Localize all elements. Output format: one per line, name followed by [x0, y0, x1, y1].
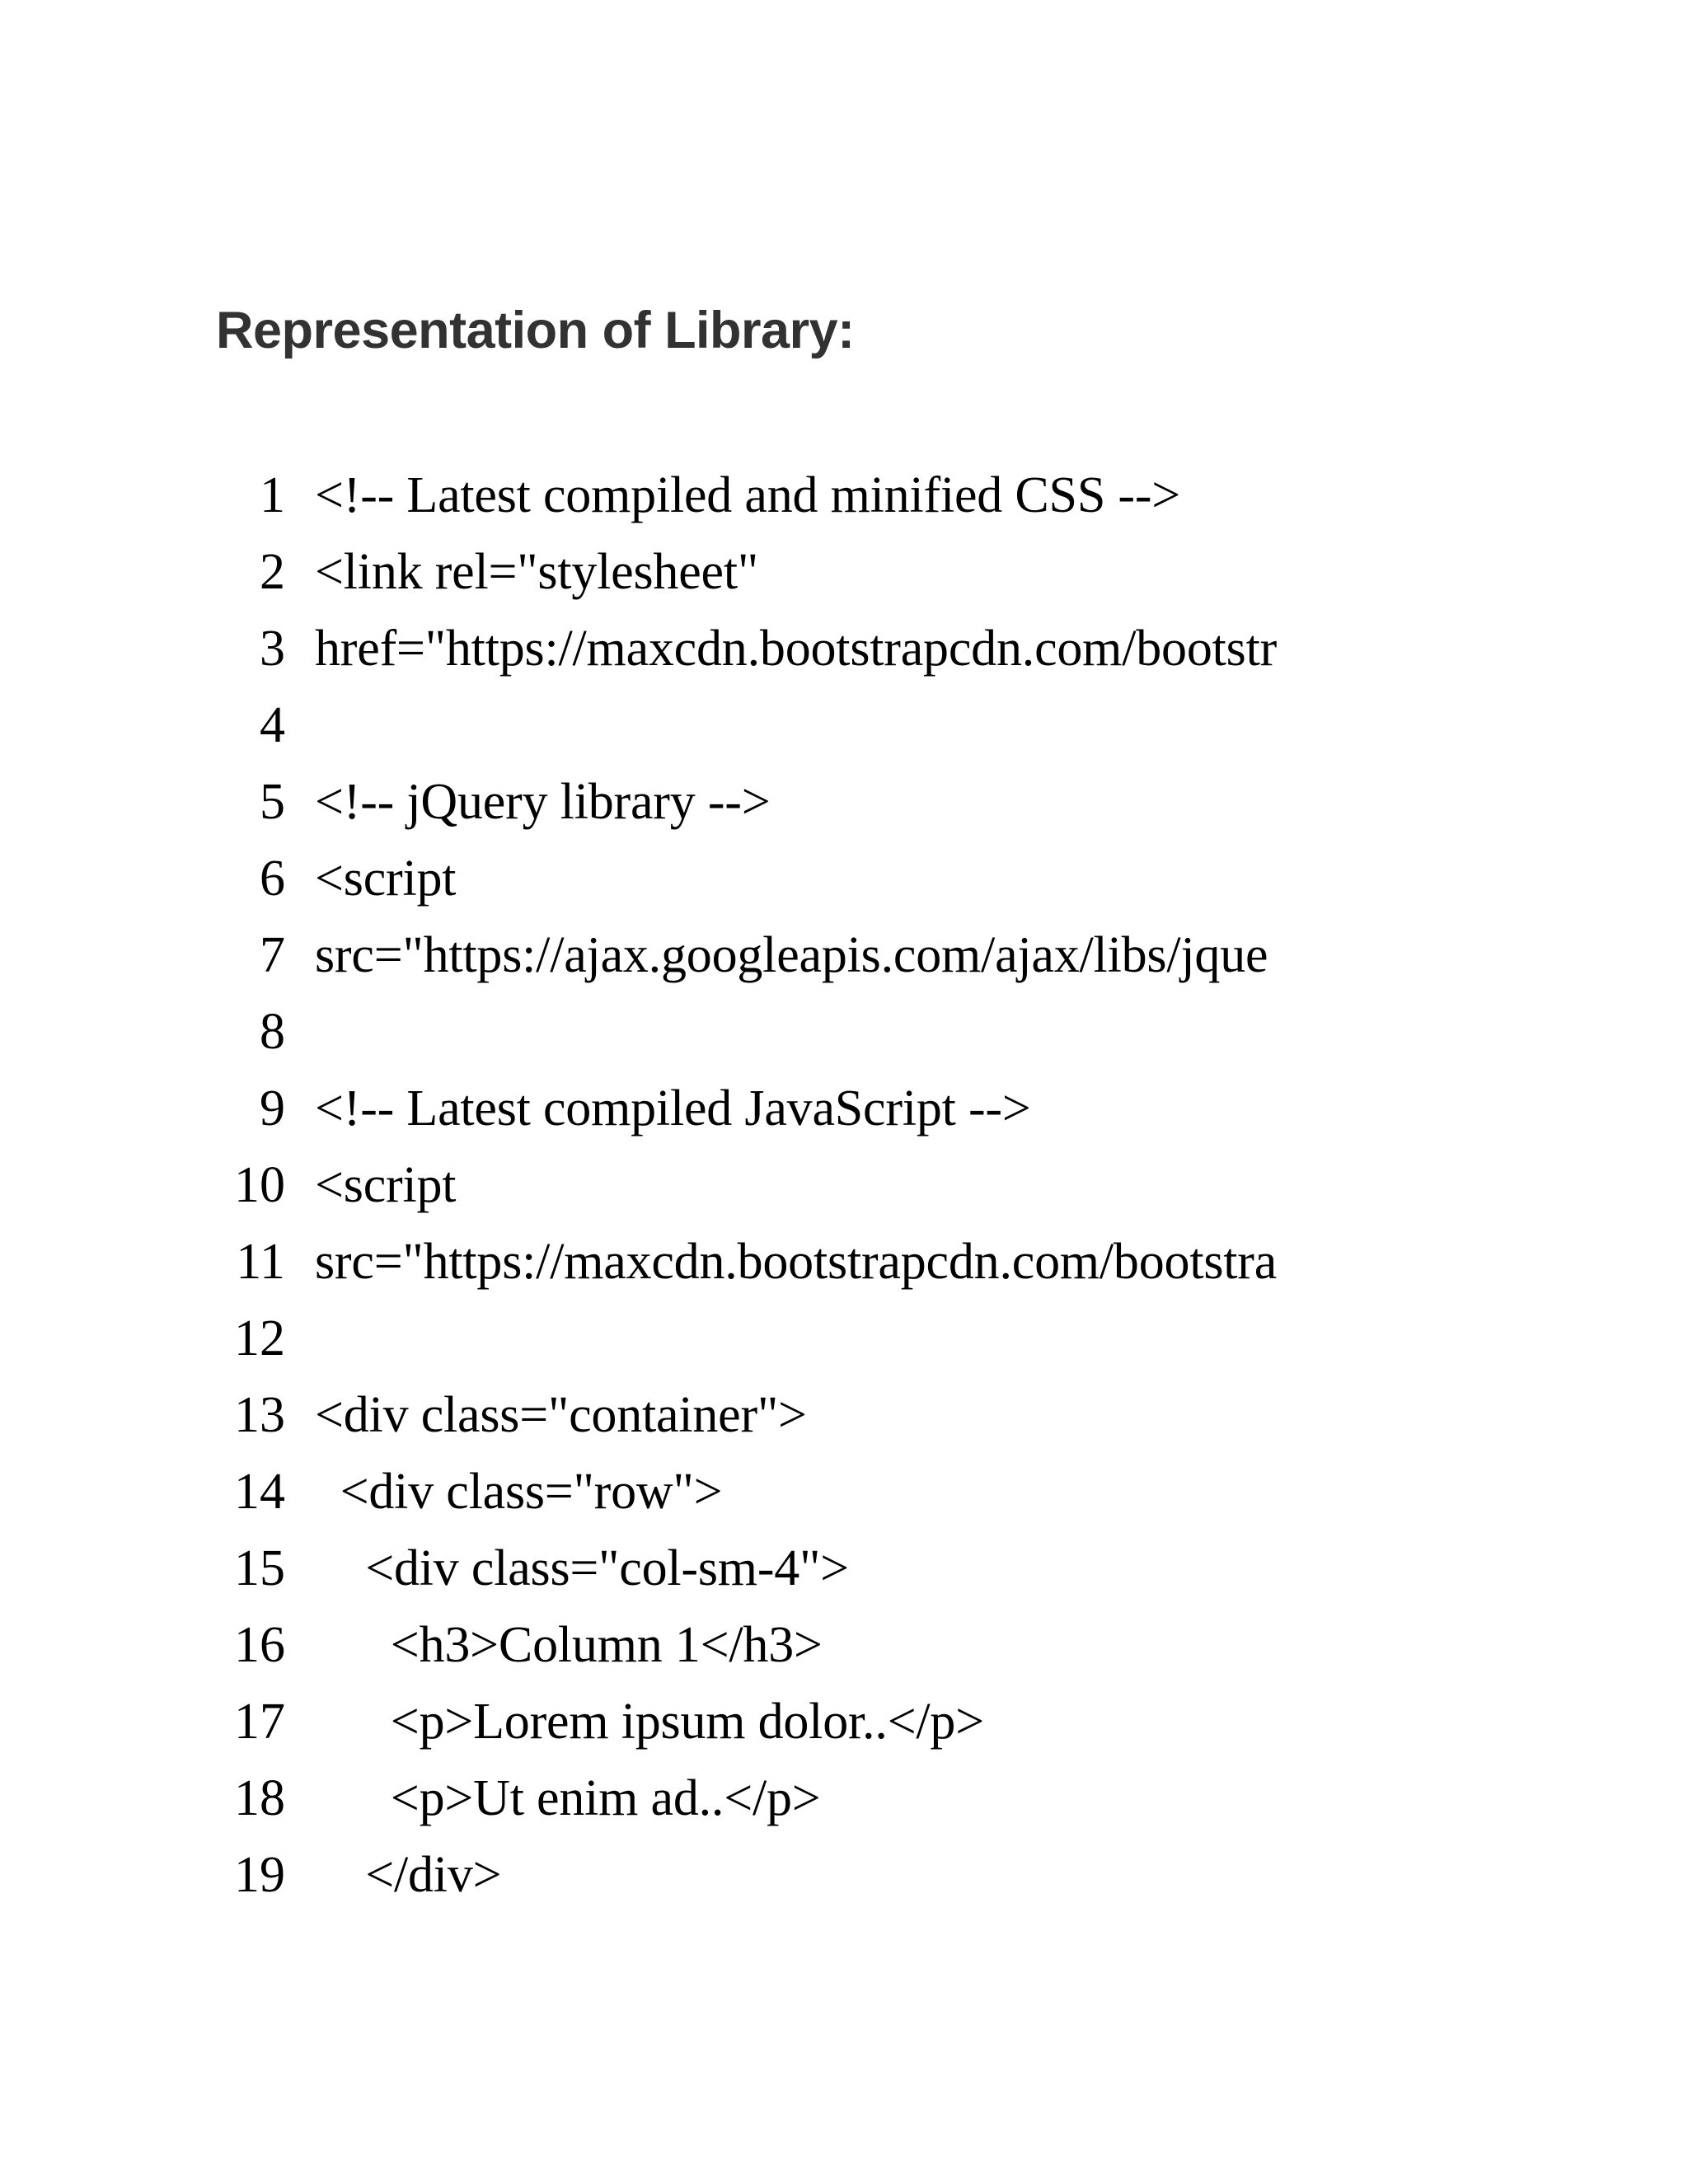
code-line: 15 <div class="col-sm-4">: [206, 1530, 1688, 1607]
code-line: 14 <div class="row">: [206, 1454, 1688, 1530]
code-line: 13 <div class="container">: [206, 1377, 1688, 1454]
code-line: 12: [206, 1301, 1688, 1377]
code-line: 19 </div>: [206, 1837, 1688, 1914]
line-number: 7: [260, 927, 285, 983]
line-number: 10: [234, 1157, 285, 1213]
line-number: 19: [234, 1847, 285, 1903]
line-number: 16: [234, 1617, 285, 1673]
line-code: <!-- Latest compiled JavaScript -->: [315, 1080, 1031, 1137]
line-number: 5: [260, 774, 285, 830]
line-code: <script: [315, 851, 457, 907]
line-number: 1: [260, 467, 285, 523]
line-code: </div>: [315, 1847, 502, 1903]
code-line: 11 src="https://maxcdn.bootstrapcdn.com/b…: [206, 1224, 1688, 1301]
code-line: 4: [206, 687, 1688, 764]
code-line: 5 <!-- jQuery library -->: [206, 764, 1688, 841]
page-title: Representation of Library:: [216, 302, 855, 360]
code-line: 9 <!-- Latest compiled JavaScript -->: [206, 1071, 1688, 1147]
code-line: 6 <script: [206, 841, 1688, 917]
line-number: 17: [234, 1694, 285, 1750]
line-code: <link rel="stylesheet": [315, 544, 758, 600]
line-number: 2: [260, 544, 285, 600]
code-line: 17 <p>Lorem ipsum dolor..</p>: [206, 1684, 1688, 1760]
line-number: 3: [260, 621, 285, 677]
line-code: href="https://maxcdn.bootstrapcdn.com/bo…: [315, 621, 1278, 677]
code-line: 3 href="https://maxcdn.bootstrapcdn.com/b…: [206, 611, 1688, 687]
line-code: <div class="container">: [315, 1387, 807, 1443]
code-line: 10 <script: [206, 1147, 1688, 1224]
code-line: 18 <p>Ut enim ad..</p>: [206, 1760, 1688, 1837]
line-number: 18: [234, 1770, 285, 1826]
line-number: 12: [234, 1310, 285, 1366]
line-number: 13: [234, 1387, 285, 1443]
line-number: 4: [260, 697, 285, 753]
code-line: 1 <!-- Latest compiled and minified CSS -…: [206, 457, 1688, 534]
line-number: 15: [234, 1540, 285, 1596]
code-line: 2 <link rel="stylesheet": [206, 534, 1688, 611]
line-code: <h3>Column 1</h3>: [315, 1617, 823, 1673]
line-number: 6: [260, 851, 285, 907]
line-code: <div class="row">: [315, 1464, 723, 1520]
line-code: <!-- Latest compiled and minified CSS --…: [315, 467, 1181, 523]
line-code: src="https://maxcdn.bootstrapcdn.com/boo…: [315, 1234, 1278, 1290]
line-number: 9: [260, 1080, 285, 1137]
line-number: 8: [260, 1004, 285, 1060]
line-code: <!-- jQuery library -->: [315, 774, 771, 830]
code-listing: 1 <!-- Latest compiled and minified CSS -…: [206, 457, 1688, 1933]
line-number: 14: [234, 1464, 285, 1520]
line-number: 11: [236, 1234, 285, 1290]
code-line: 16 <h3>Column 1</h3>: [206, 1607, 1688, 1684]
code-line: 8: [206, 994, 1688, 1071]
line-code: <script: [315, 1157, 457, 1213]
code-line: 7 src="https://ajax.googleapis.com/ajax/l…: [206, 917, 1688, 994]
line-code: src="https://ajax.googleapis.com/ajax/li…: [315, 927, 1268, 983]
line-code: <p>Ut enim ad..</p>: [315, 1770, 821, 1826]
line-code: <div class="col-sm-4">: [315, 1540, 849, 1596]
line-code: <p>Lorem ipsum dolor..</p>: [315, 1694, 984, 1750]
